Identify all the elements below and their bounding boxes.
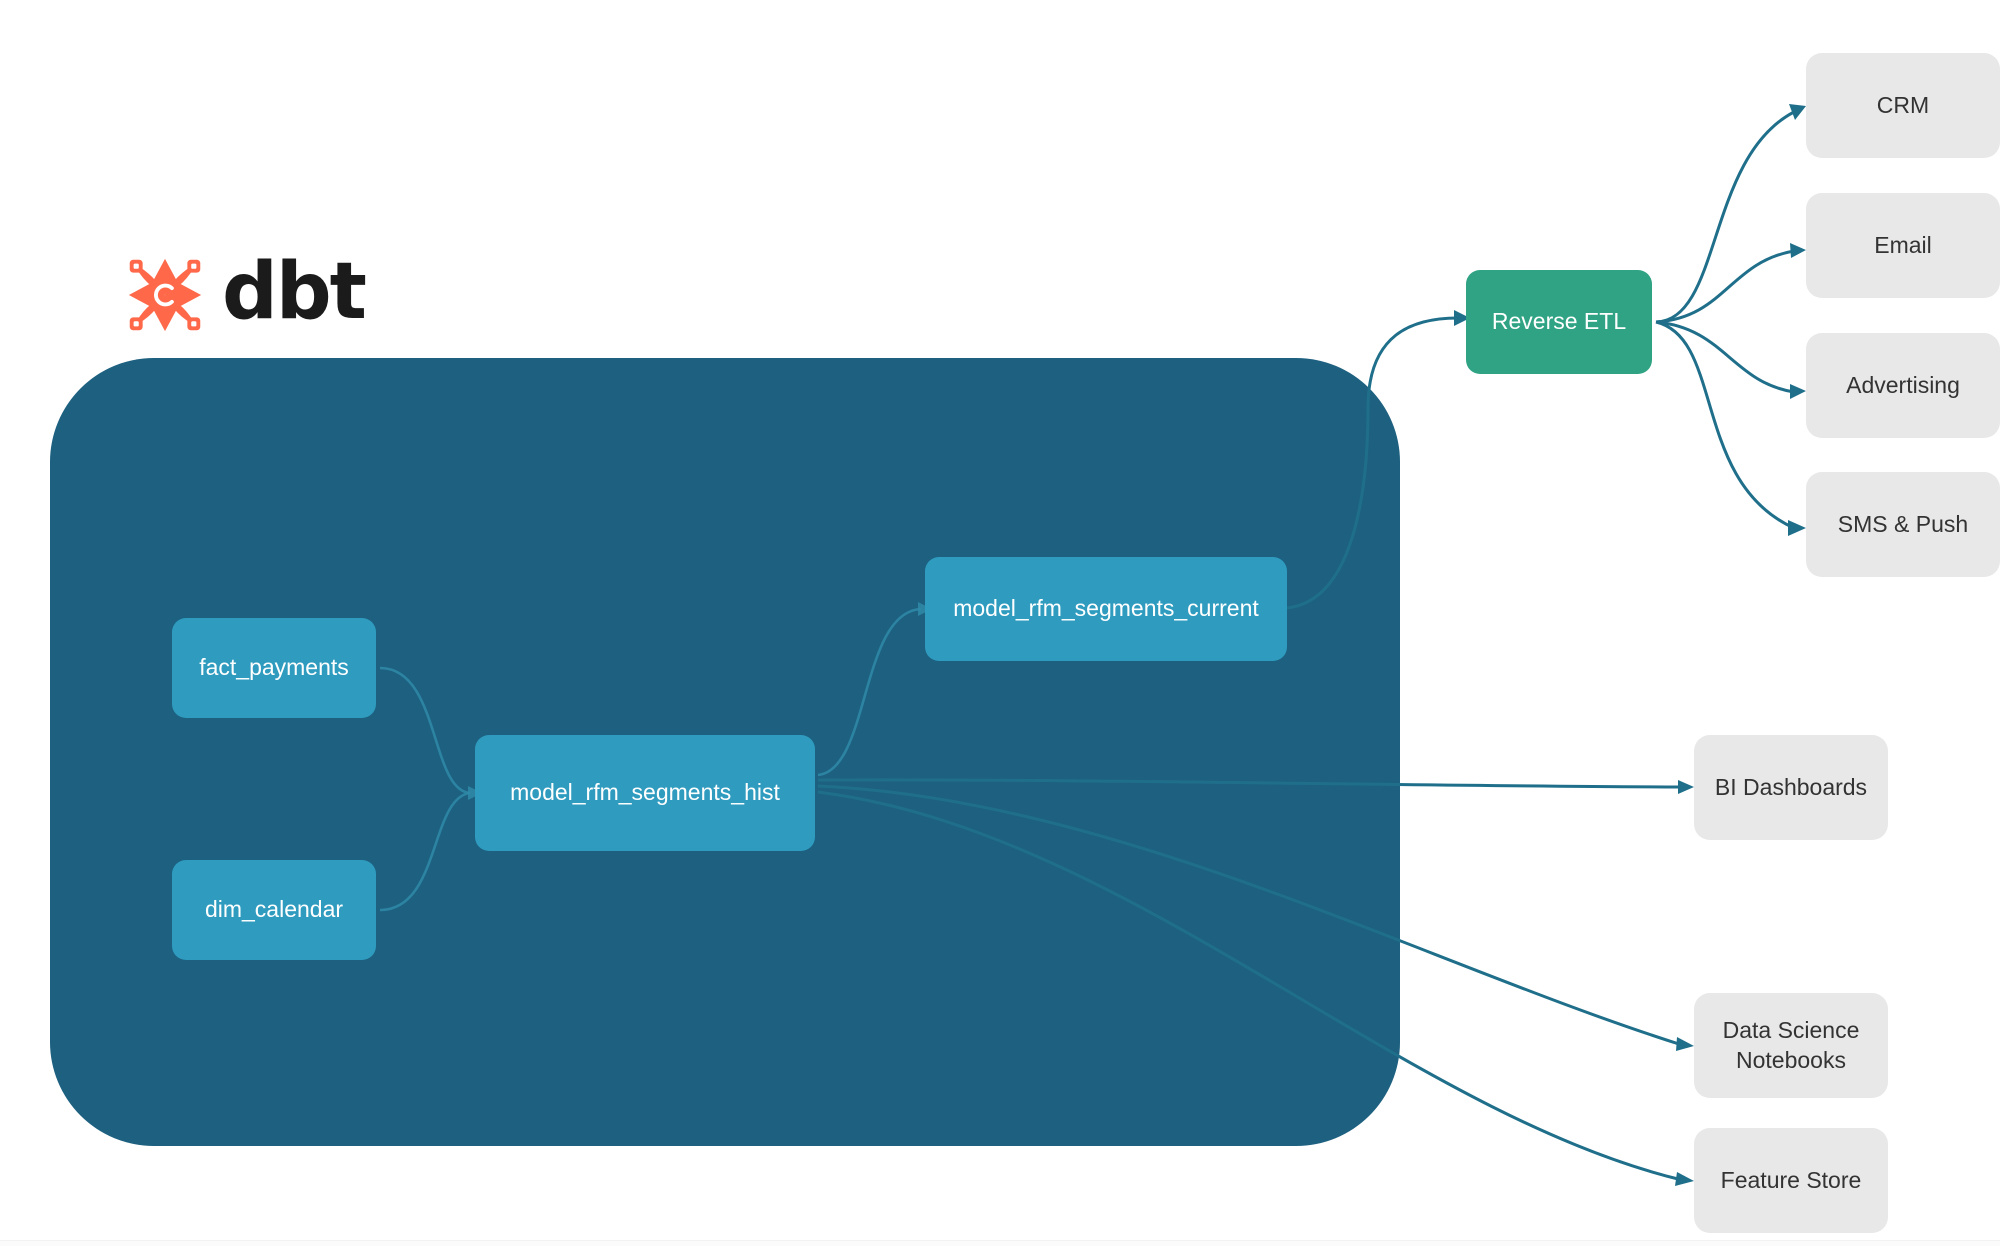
dest-bi-dashboards[interactable]: BI Dashboards — [1694, 735, 1888, 840]
node-fact-payments[interactable]: fact_payments — [172, 618, 376, 718]
dest-data-science-notebooks[interactable]: Data Science Notebooks — [1694, 993, 1888, 1098]
dest-feature-store[interactable]: Feature Store — [1694, 1128, 1888, 1233]
dest-label: Email — [1874, 231, 1932, 258]
dest-sms-push[interactable]: SMS & Push — [1806, 472, 2000, 577]
edge-reverse-etl-to-email — [1655, 249, 1795, 324]
dest-label: BI Dashboards — [1714, 773, 1868, 800]
dbt-mark-icon — [128, 258, 202, 332]
edge-arrowhead-feature-store — [1675, 1172, 1694, 1186]
dest-label: Advertising — [1846, 371, 1960, 398]
edge-arrowhead-email — [1790, 243, 1806, 258]
dest-label: SMS & Push — [1837, 510, 1969, 537]
edge-arrowhead-crm — [1789, 104, 1806, 120]
node-label: Reverse ETL — [1491, 308, 1627, 335]
page-bottom-edge — [0, 1240, 2000, 1246]
node-label: model_rfm_segments_hist — [510, 779, 780, 806]
edge-arrowhead-data-science-notebooks — [1676, 1037, 1694, 1051]
dest-label: CRM — [1876, 91, 1930, 118]
node-model-rfm-segments-hist[interactable]: model_rfm_segments_hist — [475, 735, 815, 851]
dest-crm[interactable]: CRM — [1806, 53, 2000, 158]
node-dim-calendar[interactable]: dim_calendar — [172, 860, 376, 960]
node-reverse-etl[interactable]: Reverse ETL — [1466, 270, 1652, 374]
dbt-logo: dbt — [122, 247, 367, 338]
edge-reverse-etl-to-sms-push — [1655, 320, 1795, 530]
dest-advertising[interactable]: Advertising — [1806, 333, 2000, 438]
dest-label: Feature Store — [1720, 1166, 1862, 1193]
edge-reverse-etl-to-advertising — [1655, 320, 1795, 394]
dbt-wordmark: dbt — [222, 247, 367, 337]
edge-arrowhead-advertising — [1790, 384, 1806, 399]
dest-label: Data Science Notebooks — [1722, 1016, 1860, 1073]
node-model-rfm-segments-current[interactable]: model_rfm_segments_current — [925, 557, 1287, 661]
edge-arrowhead-sms-push — [1788, 520, 1806, 536]
activation-edges — [1655, 104, 1806, 536]
dest-email[interactable]: Email — [1806, 193, 2000, 298]
node-label: fact_payments — [199, 654, 349, 681]
edge-arrowhead-bi-dashboards — [1678, 780, 1694, 794]
node-label: model_rfm_segments_current — [953, 595, 1259, 622]
edge-reverse-etl-to-crm — [1655, 110, 1795, 324]
node-label: dim_calendar — [204, 896, 344, 923]
